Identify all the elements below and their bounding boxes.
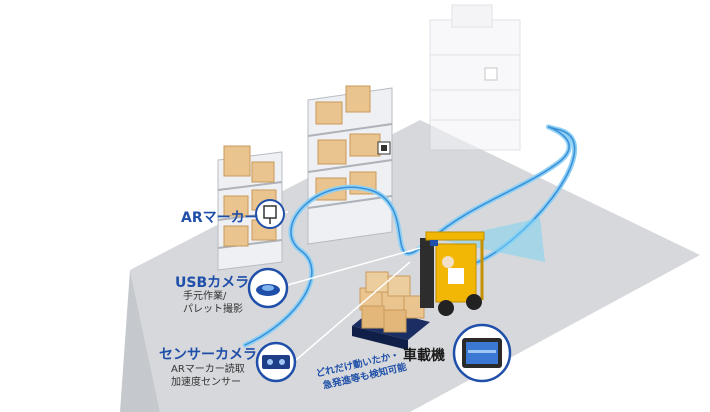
shelf-rack-middle [307, 85, 393, 245]
usb-camera-icon [247, 267, 289, 309]
label-sensor-camera-desc-2: 加速度センサー [171, 377, 241, 388]
label-ar-marker: ARマーカー [181, 210, 259, 226]
label-sensor-camera-desc-1: ARマーカー読取 [171, 364, 245, 375]
tablet-icon [452, 323, 512, 383]
label-usb-camera-desc-1: 手元作業/ [183, 291, 227, 302]
label-onboard-device: 車載機 [403, 348, 445, 364]
pallet-with-boxes [352, 271, 430, 350]
sensor-camera-icon [255, 341, 297, 383]
forklift [420, 231, 485, 316]
ar-marker-icon [255, 199, 285, 229]
shelf-rack-back [429, 4, 521, 151]
camera-view-beam [440, 218, 545, 262]
label-sensor-camera: センサーカメラ [159, 347, 257, 363]
label-usb-camera-desc-2: パレット撮影 [183, 304, 243, 315]
label-usb-camera: USBカメラ [175, 275, 250, 291]
